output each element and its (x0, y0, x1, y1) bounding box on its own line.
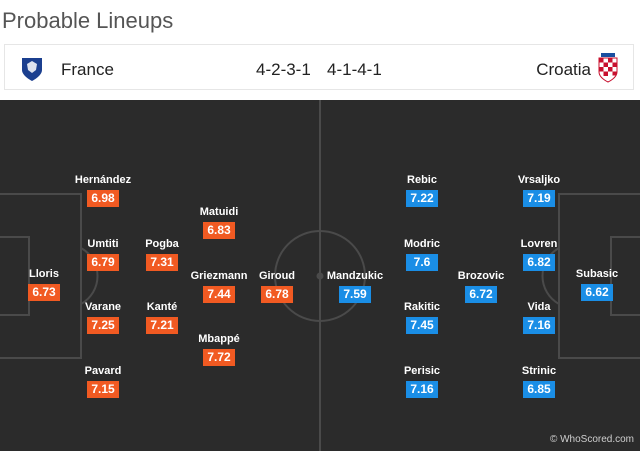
player-home-varane[interactable]: Varane 7.25 (63, 301, 143, 334)
player-rating: 7.44 (203, 286, 235, 303)
player-home-giroud[interactable]: Giroud 6.78 (237, 270, 317, 303)
france-crest-icon (22, 58, 42, 81)
player-home-hernandez[interactable]: Hernández 6.98 (63, 174, 143, 207)
player-away-vida[interactable]: Vida 7.16 (499, 301, 579, 334)
player-name: Strinic (521, 365, 557, 377)
player-name: Mbappé (198, 333, 240, 345)
player-away-vrsaljko[interactable]: Vrsaljko 7.19 (499, 174, 579, 207)
player-away-lovren[interactable]: Lovren 6.82 (499, 238, 579, 271)
player-name: Subasic (575, 268, 619, 280)
player-rating: 6.98 (87, 190, 119, 207)
player-name: Griezmann (190, 270, 248, 282)
player-home-lloris[interactable]: Lloris 6.73 (4, 268, 84, 301)
player-name: Varane (84, 301, 122, 313)
player-rating: 7.45 (406, 317, 438, 334)
player-rating: 7.72 (203, 349, 235, 366)
player-away-brozovic[interactable]: Brozovic 6.72 (441, 270, 521, 303)
player-rating: 6.85 (523, 381, 555, 398)
player-rating: 6.78 (261, 286, 293, 303)
player-name: Rakitic (403, 301, 441, 313)
home-formation: 4-2-3-1 (256, 60, 311, 79)
player-rating: 7.6 (406, 254, 438, 271)
player-name: Vida (527, 301, 551, 313)
player-home-griezmann[interactable]: Griezmann 7.44 (179, 270, 259, 303)
player-rating: 7.59 (339, 286, 371, 303)
home-team-name: France (61, 60, 114, 79)
player-name: Brozovic (457, 270, 505, 282)
player-name: Rebic (407, 174, 437, 186)
player-rating: 6.83 (203, 222, 235, 239)
player-rating: 6.73 (28, 284, 60, 301)
player-name: Perisic (403, 365, 441, 377)
player-away-rebic[interactable]: Rebic 7.22 (382, 174, 462, 207)
player-away-mandzukic[interactable]: Mandzukic 7.59 (315, 270, 395, 303)
player-name: Hernández (74, 174, 132, 186)
player-home-mbappe[interactable]: Mbappé 7.72 (179, 333, 259, 366)
player-name: Modric (403, 238, 441, 250)
away-formation: 4-1-4-1 (327, 60, 382, 79)
away-team-name: Croatia (536, 60, 591, 79)
player-name: Giroud (258, 270, 296, 282)
player-home-pavard[interactable]: Pavard 7.15 (63, 365, 143, 398)
player-name: Lloris (29, 268, 59, 280)
player-name: Mandzukic (326, 270, 384, 282)
player-away-perisic[interactable]: Perisic 7.16 (382, 365, 462, 398)
player-name: Vrsaljko (517, 174, 561, 186)
player-name: Lovren (520, 238, 558, 250)
player-home-pogba[interactable]: Pogba 7.31 (122, 238, 202, 271)
pitch: Lloris 6.73 Hernández 6.98 Umtiti 6.79 V… (0, 100, 640, 451)
player-rating: 7.16 (523, 317, 555, 334)
player-name: Pavard (84, 365, 122, 377)
player-away-modric[interactable]: Modric 7.6 (382, 238, 462, 271)
player-rating: 7.16 (406, 381, 438, 398)
player-rating: 7.15 (87, 381, 119, 398)
match-header: France 4-2-3-1 4-1-4-1 Croatia (4, 44, 634, 90)
player-name: Pogba (145, 238, 179, 250)
pitch-markings (0, 100, 640, 451)
player-rating: 7.21 (146, 317, 178, 334)
player-rating: 6.79 (87, 254, 119, 271)
player-rating: 7.22 (406, 190, 438, 207)
player-rating: 6.72 (465, 286, 497, 303)
player-rating: 7.25 (87, 317, 119, 334)
player-away-subasic[interactable]: Subasic 6.62 (557, 268, 637, 301)
player-rating: 6.82 (523, 254, 555, 271)
player-home-kante[interactable]: Kanté 7.21 (122, 301, 202, 334)
player-name: Umtiti (87, 238, 119, 250)
page-title: Probable Lineups (2, 8, 174, 33)
player-home-umtiti[interactable]: Umtiti 6.79 (63, 238, 143, 271)
player-away-strinic[interactable]: Strinic 6.85 (499, 365, 579, 398)
croatia-crest-icon (598, 53, 618, 83)
player-name: Kanté (146, 301, 178, 313)
watermark: © WhoScored.com (549, 434, 634, 445)
player-name: Matuidi (199, 206, 239, 218)
player-home-matuidi[interactable]: Matuidi 6.83 (179, 206, 259, 239)
player-away-rakitic[interactable]: Rakitic 7.45 (382, 301, 462, 334)
player-rating: 6.62 (581, 284, 613, 301)
player-rating: 7.19 (523, 190, 555, 207)
player-rating: 7.31 (146, 254, 178, 271)
